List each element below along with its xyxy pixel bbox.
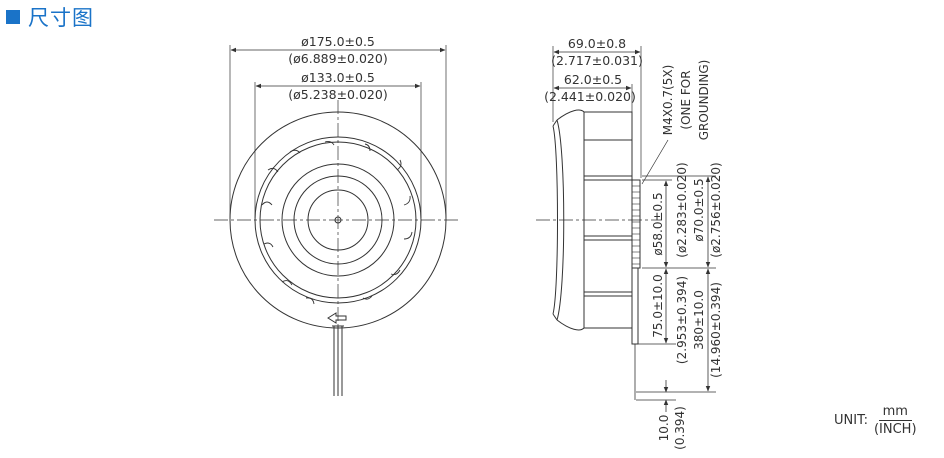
- unit-numerator: mm: [878, 404, 912, 421]
- unit-label: UNIT:: [834, 413, 868, 428]
- section-header: 尺寸图: [6, 4, 94, 30]
- dim-depth2-inch: (2.441±0.020): [544, 89, 636, 104]
- dim-depth2-mm: 62.0±0.5: [564, 72, 622, 87]
- dim-mount-mm: ø70.0±0.5: [692, 178, 706, 241]
- screw-label: M4X0.7(5X): [661, 65, 675, 136]
- strip-inch: (0.394): [673, 406, 687, 450]
- dim-hub-mm: ø58.0±0.5: [651, 192, 665, 255]
- side-view-labels: 69.0±0.8 (2.717±0.031) 62.0±0.5 (2.441±0…: [544, 36, 723, 450]
- dim-depth-mm: 69.0±0.8: [568, 36, 626, 51]
- unit-legend: UNIT: mm (INCH): [834, 404, 917, 437]
- dim-inner-mm: ø133.0±0.5: [301, 70, 375, 85]
- unit-denominator: (INCH): [873, 422, 917, 437]
- lead-short-inch: (2.953±0.394): [675, 276, 689, 364]
- dim-outer-inch: (ø6.889±0.020): [288, 51, 387, 66]
- front-view-labels: ø175.0±0.5 (ø6.889±0.020) ø133.0±0.5 (ø5…: [288, 34, 387, 102]
- dim-inner-inch: (ø5.238±0.020): [288, 87, 387, 102]
- side-view: [536, 46, 716, 412]
- dim-depth-inch: (2.717±0.031): [551, 53, 643, 68]
- lead-long-inch: (14.960±0.394): [709, 282, 723, 378]
- lead-long-mm: 380±10.0: [692, 290, 706, 350]
- strip-mm: 10.0: [657, 415, 671, 442]
- dim-mount-inch: (ø2.756±0.020): [709, 162, 723, 257]
- square-bullet-icon: [6, 10, 20, 24]
- dim-outer-mm: ø175.0±0.5: [301, 34, 375, 49]
- screw-note2: GROUNDING): [697, 60, 711, 141]
- dim-hub-inch: (ø2.283±0.020): [675, 162, 689, 257]
- section-title: 尺寸图: [28, 6, 94, 30]
- unit-fraction: mm (INCH): [874, 404, 917, 437]
- front-view: [214, 45, 458, 396]
- lead-short-mm: 75.0±10.0: [651, 274, 665, 338]
- screw-note1: (ONE FOR: [679, 70, 693, 129]
